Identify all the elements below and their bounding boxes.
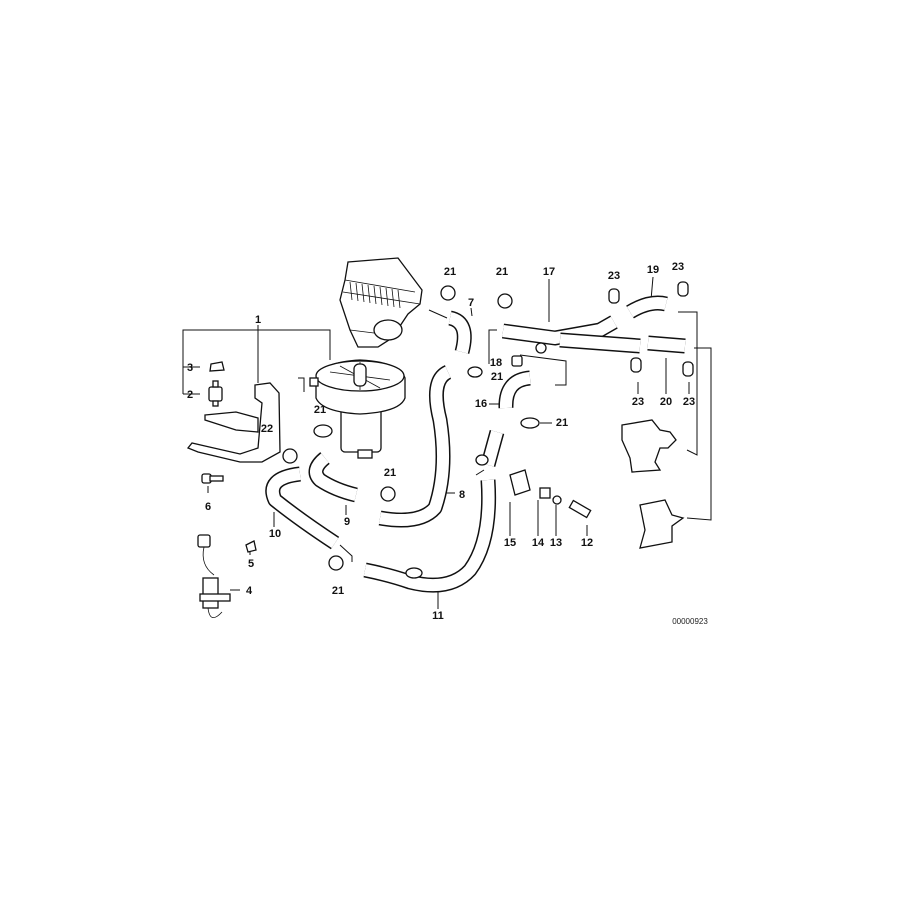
callout-21: 21 xyxy=(496,266,508,278)
clip-5 xyxy=(245,540,257,553)
callout-15: 15 xyxy=(504,537,516,549)
relay-4 xyxy=(197,534,231,618)
callout-7: 7 xyxy=(468,297,474,309)
callout-2: 2 xyxy=(187,389,193,401)
small-parts xyxy=(197,361,257,618)
callout-16: 16 xyxy=(475,398,487,410)
callout-23: 23 xyxy=(608,270,620,282)
callout-3: 3 xyxy=(187,362,193,374)
callout-23: 23 xyxy=(632,396,644,408)
hose-clamps xyxy=(282,281,694,571)
callout-23: 23 xyxy=(683,396,695,408)
callout-21: 21 xyxy=(384,467,396,479)
callout-11: 11 xyxy=(432,610,444,622)
callout-19: 19 xyxy=(647,264,659,276)
leader-lines xyxy=(182,276,712,609)
callout-10: 10 xyxy=(269,528,281,540)
check-valves xyxy=(509,355,685,549)
callout-21: 21 xyxy=(556,417,568,429)
callout-13: 13 xyxy=(550,537,562,549)
callout-21: 21 xyxy=(491,371,503,383)
callout-18: 18 xyxy=(490,357,502,369)
mounting-bracket xyxy=(186,382,281,463)
callout-6: 6 xyxy=(205,501,211,513)
callout-17: 17 xyxy=(543,266,555,278)
callout-labels: 1 2 3 4 5 6 7 8 9 10 11 12 13 14 15 16 1… xyxy=(187,261,708,626)
callout-5: 5 xyxy=(248,558,254,570)
callout-12: 12 xyxy=(581,537,593,549)
callout-21: 21 xyxy=(332,585,344,597)
callout-14: 14 xyxy=(532,537,545,549)
callout-23: 23 xyxy=(672,261,684,273)
callout-4: 4 xyxy=(246,585,253,597)
callout-1: 1 xyxy=(255,314,261,326)
callout-20: 20 xyxy=(660,396,672,408)
callout-8: 8 xyxy=(459,489,465,501)
air-filter-housing xyxy=(339,257,423,348)
callout-21: 21 xyxy=(314,404,326,416)
nut-3 xyxy=(209,361,225,372)
rubber-mount-2 xyxy=(208,386,223,402)
callout-9: 9 xyxy=(344,516,350,528)
secondary-air-pump xyxy=(309,359,406,459)
callout-22: 22 xyxy=(261,423,273,435)
diagram-reference-code: 00000923 xyxy=(672,617,708,626)
hoses xyxy=(265,295,686,593)
callout-21: 21 xyxy=(444,266,456,278)
